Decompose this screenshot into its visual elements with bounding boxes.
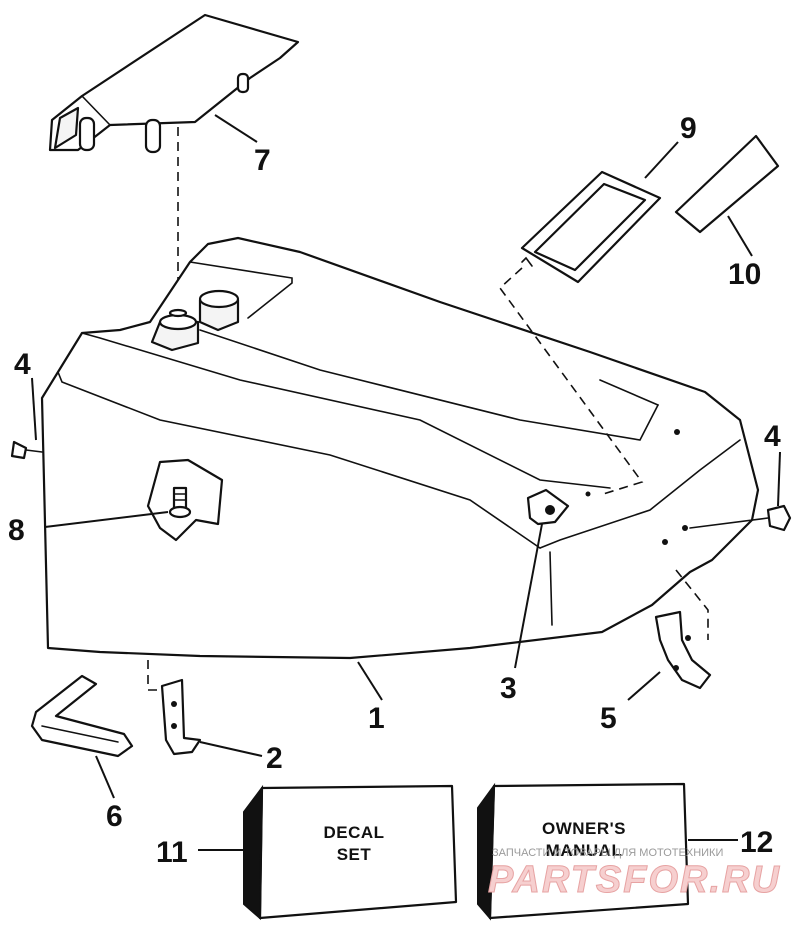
callout-2: 2 [266, 742, 283, 775]
part-6-seal-strip [30, 674, 134, 799]
callout-4-right: 4 [764, 420, 781, 453]
manual-label-line2: MANUAL [546, 841, 623, 860]
part-1-motor-cover [40, 236, 760, 701]
decal-label-line2: SET [337, 845, 372, 864]
callout-3: 3 [500, 672, 517, 705]
part-11-decal-set-box [198, 784, 458, 921]
callout-7: 7 [254, 144, 271, 177]
part-10-strip [674, 134, 780, 257]
callout-5: 5 [600, 702, 617, 735]
decal-label-line1: DECAL [323, 823, 384, 842]
callout-11: 11 [156, 836, 188, 869]
part-3-bracket [514, 488, 570, 669]
part-4-pin-right [689, 451, 792, 532]
part-12-owners-manual-box [477, 782, 738, 921]
callout-9: 9 [680, 112, 697, 145]
part-5-hook-bracket [627, 569, 712, 701]
callout-1: 1 [368, 702, 385, 735]
callout-10: 10 [728, 258, 761, 291]
part-4-pin-left [10, 377, 43, 460]
callout-12: 12 [740, 826, 773, 859]
part-8-bracket [44, 458, 224, 542]
part-2-bracket [147, 660, 263, 757]
part-7-top-cover [48, 13, 300, 154]
callout-6: 6 [106, 800, 123, 833]
watermark-tagline: ЗАПЧАСТИ И ТОВАРЫ ДЛЯ МОТОТЕХНИКИ [492, 847, 723, 859]
callout-4-left: 4 [14, 348, 31, 381]
callout-8: 8 [8, 514, 25, 547]
watermark-logo: PARTSFOR.RU [488, 859, 781, 901]
part-9-grommet [520, 141, 679, 284]
manual-label-line1: OWNER'S [542, 819, 626, 838]
